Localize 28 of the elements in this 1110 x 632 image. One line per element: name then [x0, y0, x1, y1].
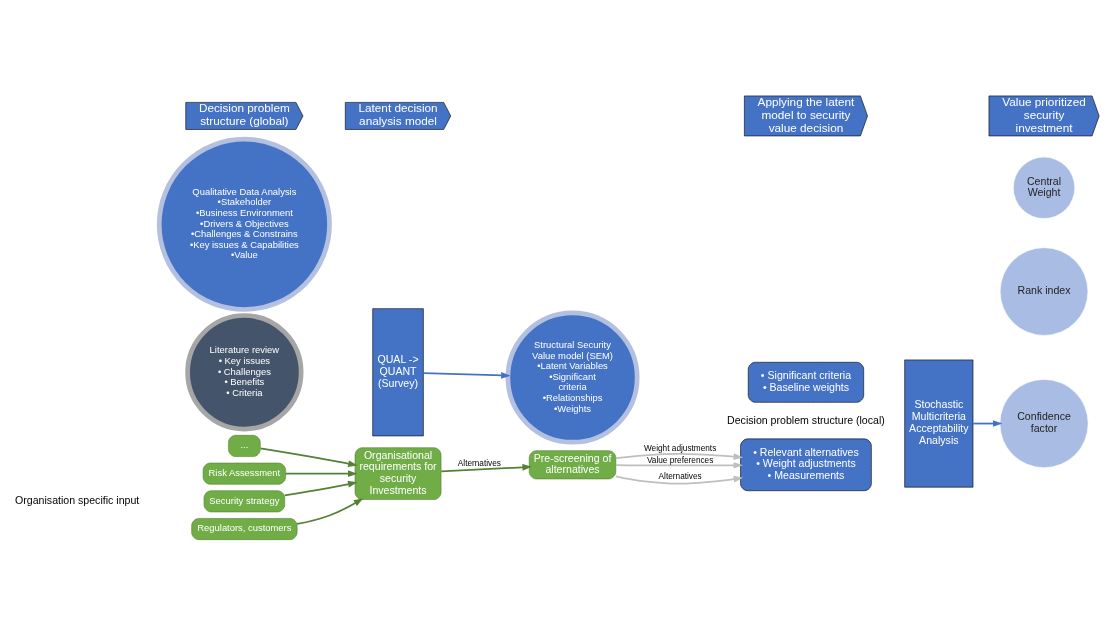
node-box: ... [228, 435, 261, 457]
arrow [615, 462, 743, 469]
node-box: Security strategy [203, 490, 286, 513]
arrow [259, 447, 358, 467]
arrow [440, 464, 532, 473]
node-circle: Central Weight [1013, 156, 1076, 219]
node-box: QUAL -> QUANT (Survey) [372, 308, 424, 437]
arrow [972, 420, 1003, 427]
node-circle: Confidence factor [999, 379, 1089, 468]
node-box: Regulators, customers [191, 518, 298, 540]
label: Decision problem structure (local) [727, 414, 885, 427]
arrow [284, 470, 358, 477]
label: Organisation specific input [15, 493, 140, 506]
arrow [283, 480, 358, 497]
node-box: Risk Assessment [202, 462, 286, 485]
arrow [614, 453, 744, 460]
node-box: Organisational requirements for security Investments [354, 447, 442, 500]
arrow [422, 372, 511, 379]
node-circle: Qualitative Data Analysis •Stakeholder •Business Environment •Drivers & Objectives •Challenges & Constrains •Key issues & Capabilities •Value [156, 136, 332, 312]
node-circle: Structural Security Value model (SEM) •Latent Variables •Significant criteria •Relationships •Weights [505, 310, 640, 445]
arrow [614, 475, 744, 485]
node-box: • Relevant alternatives • Weight adjustments • Measurements [740, 438, 872, 492]
node-box: Stochastic Multicriteria Acceptability Analysis [904, 359, 974, 488]
node-box: • Significant criteria • Baseline weights [747, 361, 864, 403]
node-circle: Rank index [999, 247, 1089, 336]
node-circle: Literature review • Key issues • Challenges • Benefits • Criteria [185, 313, 304, 432]
node-box: Pre-screening of alternatives [528, 450, 617, 480]
arrow [296, 498, 364, 525]
